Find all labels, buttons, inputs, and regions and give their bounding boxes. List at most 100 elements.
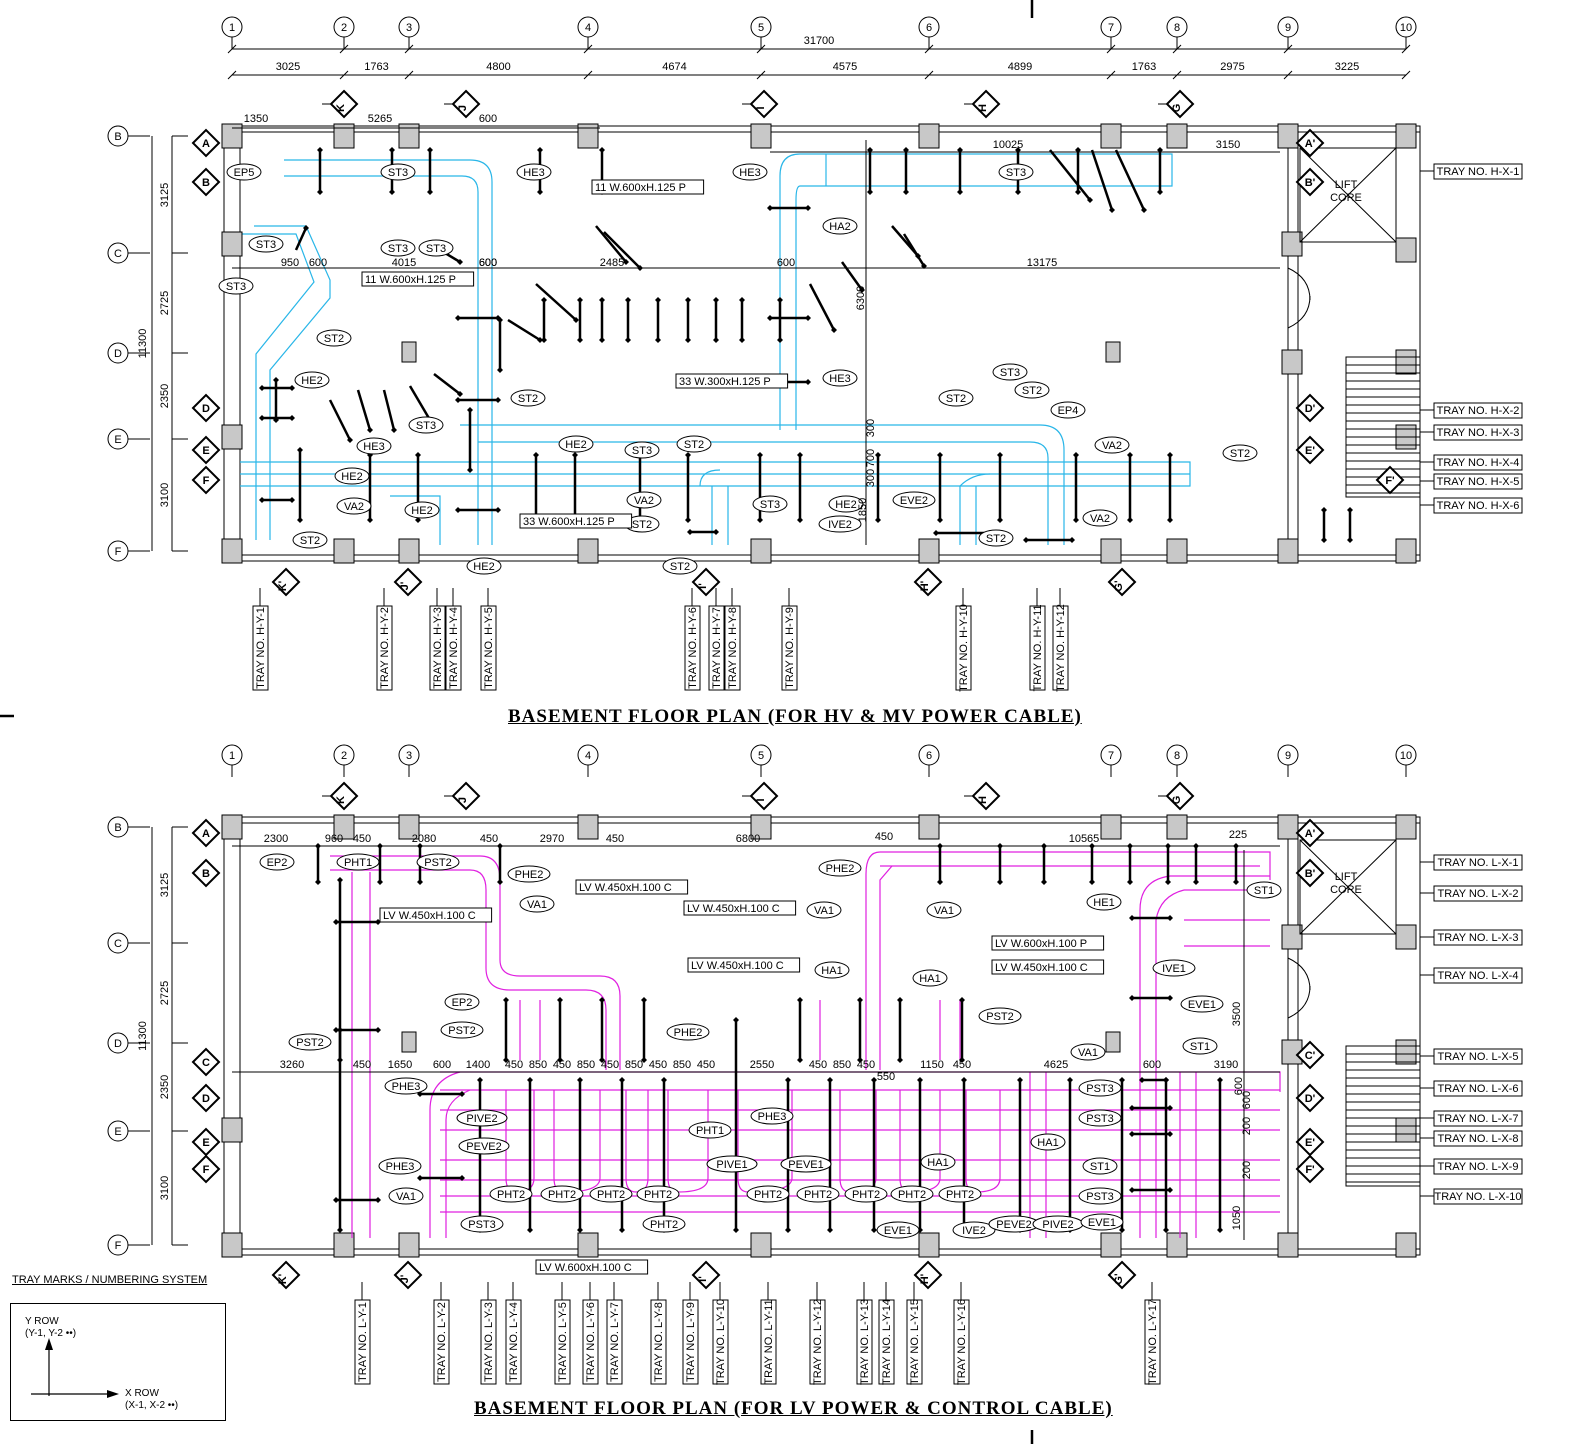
lv-equipment-tag-label: IVE2 xyxy=(962,1225,986,1237)
lv-support-end xyxy=(1089,879,1095,885)
lv-tray-spec: LV W.450xH.100 C xyxy=(995,962,1088,974)
hv-cable-tray xyxy=(795,185,801,430)
hv-equipment-tag-label: VA2 xyxy=(1102,440,1122,452)
hv-section-label: J' xyxy=(399,581,411,590)
hv-equipment-tag-label: ST2 xyxy=(986,533,1006,545)
hv-column-label: 2 xyxy=(341,22,347,34)
hv-bay-dim: 4674 xyxy=(662,61,686,73)
hv-structural-column xyxy=(398,123,420,149)
lv-inner-dim: 850 xyxy=(529,1059,547,1071)
lv-equipment-tag-label: PST3 xyxy=(468,1219,496,1231)
lv-equipment-tag-label: EP2 xyxy=(267,857,288,869)
lv-inner-dim: 450 xyxy=(606,833,624,845)
lv-equipment-tag xyxy=(818,859,862,877)
hv-section-label: J xyxy=(457,105,469,111)
lv-equipment-tag xyxy=(796,1185,840,1203)
lv-equipment-tag-label: PST2 xyxy=(448,1025,476,1037)
lv-support-end xyxy=(959,997,965,1003)
hv-equipment-tag-label: HE2 xyxy=(473,561,494,573)
hv-support-end xyxy=(533,452,539,458)
lv-equipment-tag xyxy=(920,1153,956,1171)
lv-support-end xyxy=(1129,1131,1135,1137)
lv-support-end xyxy=(827,1077,833,1083)
hv-row-mark-label: F xyxy=(203,475,210,487)
lv-equipment-tag xyxy=(388,1187,424,1205)
lv-inner-dim: 2970 xyxy=(540,833,564,845)
hv-structural-column xyxy=(918,123,940,149)
hv-structural-column xyxy=(1395,349,1417,375)
hv-inner-dim: 3150 xyxy=(1216,139,1240,151)
lv-equipment-tag-label: PST3 xyxy=(1086,1083,1114,1095)
lv-support-end xyxy=(1167,1105,1173,1111)
hv-support-end xyxy=(389,189,395,195)
lv-equipment-tag xyxy=(1180,995,1224,1013)
lv-support-end xyxy=(337,877,343,883)
dim-tick xyxy=(227,70,237,80)
hv-equipment-tag-label: ST2 xyxy=(300,535,320,547)
lv-equipment-tag xyxy=(1030,1133,1066,1151)
hv-hanger xyxy=(603,231,641,269)
hv-hanger xyxy=(507,318,541,342)
hv-row-mark-right xyxy=(1295,435,1325,465)
lv-tray-spec-box xyxy=(687,957,801,973)
lv-column-label: 2 xyxy=(341,750,347,762)
lv-total-row-dim: 11300 xyxy=(137,1021,149,1051)
lv-support-end xyxy=(599,1057,605,1063)
hv-equipment-tag xyxy=(336,497,372,515)
hv-equipment-tag xyxy=(1014,381,1050,399)
hv-row-mark-left xyxy=(191,167,221,197)
lv-support-end xyxy=(997,879,1003,885)
lv-cable-tray xyxy=(625,1090,649,1193)
hv-row-mark-left xyxy=(191,465,221,495)
hv-x-tray-label: TRAY NO. H-X-2 xyxy=(1437,405,1520,417)
hv-support-end xyxy=(767,205,773,211)
hv-support-end xyxy=(797,452,803,458)
dim-tick xyxy=(227,44,237,54)
hv-section-mark xyxy=(393,567,423,597)
hv-support-end xyxy=(685,297,691,303)
lv-row-mark-label: D' xyxy=(1305,1093,1316,1105)
hv-x-tray-label: TRAY NO. H-X-5 xyxy=(1437,476,1520,488)
lv-support-end xyxy=(641,997,647,1003)
hv-equipment-tag-label: ST2 xyxy=(1230,448,1250,460)
hv-hanger-end xyxy=(457,391,463,397)
lv-support-end xyxy=(1119,1077,1125,1083)
lv-inner-dim: 450 xyxy=(353,833,371,845)
hv-structural-column xyxy=(750,123,772,149)
hv-hanger-end xyxy=(623,259,629,265)
lv-support-end xyxy=(417,1175,423,1181)
lv-inner-dim: 6800 xyxy=(736,833,760,845)
lv-section-label: J xyxy=(457,797,469,803)
hv-support-end xyxy=(1157,189,1163,195)
hv-structural-column xyxy=(1277,538,1299,564)
lv-row-dim: 2350 xyxy=(159,1075,171,1099)
dim-tick xyxy=(1106,70,1116,80)
lv-row-mark-label: A xyxy=(202,828,210,840)
lv-equipment-tag xyxy=(666,1023,710,1041)
dim-tick xyxy=(1283,70,1293,80)
dim-tick xyxy=(756,44,766,54)
hv-support-end xyxy=(713,297,719,303)
lv-equipment-tag-label: VA1 xyxy=(1078,1047,1098,1059)
hv-equipment-tag-label: ST3 xyxy=(388,243,408,255)
hv-structural-column xyxy=(1166,123,1188,149)
lv-row-mark-label: F xyxy=(203,1164,210,1176)
legend-y-row: Y ROW xyxy=(25,1316,59,1327)
lv-y-tray-label: TRAY NO. L-Y-10 xyxy=(715,1299,727,1385)
lv-equipment-tag-label: PHT2 xyxy=(597,1189,625,1201)
hv-structural-column xyxy=(1100,538,1122,564)
lv-support-end xyxy=(619,1077,625,1083)
hv-section-label: I xyxy=(755,106,767,109)
dim-tick xyxy=(339,70,349,80)
lv-support-end xyxy=(785,1227,791,1233)
hv-inner-dim: 600 xyxy=(479,257,497,269)
lv-row-mark-left xyxy=(191,1047,221,1077)
hv-support-end xyxy=(572,452,578,458)
hv-cable-tray xyxy=(460,424,1065,545)
lv-section-label: H' xyxy=(919,1273,931,1284)
hv-support-end xyxy=(455,397,461,403)
hv-equipment-tag xyxy=(516,163,552,181)
lv-column-label: 8 xyxy=(1174,750,1180,762)
hv-tray-spec: 11 W.600xH.125 P xyxy=(365,274,456,286)
hv-support-end xyxy=(687,529,693,535)
